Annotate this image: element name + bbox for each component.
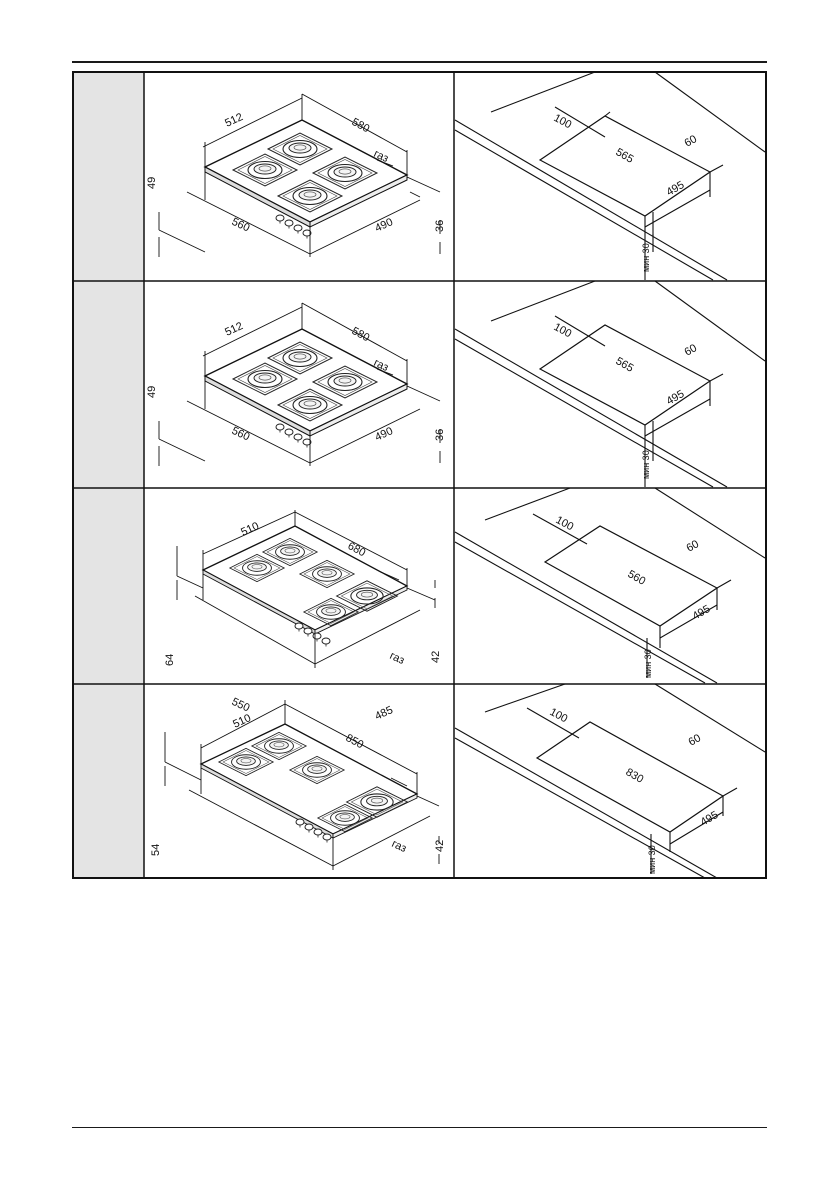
hob-1-gas-label: газ	[372, 148, 390, 165]
cutout-2-min-label: мин 30	[641, 450, 651, 479]
cutout-drawing-2: 100 60 565 495 мин 30	[454, 280, 766, 488]
hob-1-width-label: 580	[350, 116, 372, 135]
hob-drawing-3: 510 680 64 42 газ 550 485	[164, 510, 442, 723]
hob-1-height-label: 49	[146, 177, 158, 189]
cutout-4-depth-label: 495	[699, 809, 721, 829]
header-rule	[72, 61, 767, 63]
cutout-3-length-label: 560	[626, 568, 648, 588]
hob-1-cut-width-label: 560	[230, 216, 252, 235]
cutout-4-side-label: 60	[687, 732, 704, 749]
cutout-4-min-label: мин 30	[647, 845, 657, 874]
footer-rule	[72, 1127, 767, 1128]
hob-4-gas-label: газ	[390, 838, 408, 855]
hob-3-height-label: 64	[164, 654, 176, 666]
installation-table-svg: 512 580 49 36 газ 560 490 100 60 565 495	[72, 71, 767, 879]
cutout-3-depth-label: 495	[691, 603, 713, 623]
hob-2-height-label: 49	[146, 386, 158, 398]
hob-1-depth-label: 512	[223, 111, 245, 130]
cutout-3-side-label: 60	[685, 538, 702, 555]
hob-1-cut-depth-label: 490	[373, 216, 395, 235]
cutout-1-length-label: 565	[614, 146, 636, 166]
cutout-drawing-4: 100 60 830 495 мин 30	[454, 683, 766, 879]
cutout-2-length-label: 565	[614, 355, 636, 375]
hob-4-thickness-label: 42	[434, 840, 446, 852]
hob-3-cut-depth-label: 485	[373, 704, 395, 723]
hob-2-cut-depth-label: 490	[373, 425, 395, 444]
cutout-3-back-label: 100	[554, 514, 576, 533]
cutout-2-side-label: 60	[683, 342, 700, 359]
hob-3-cut-width-label: 550	[230, 696, 252, 715]
hob-4-width-label: 850	[344, 732, 366, 751]
cutout-2-back-label: 100	[552, 321, 574, 340]
hob-3-thickness-label: 42	[430, 651, 442, 663]
hob-drawing-4: 510 850 54 42 газ 820 490	[150, 700, 446, 870]
cutout-1-depth-label: 495	[665, 179, 687, 199]
hob-4-depth-label: 510	[231, 712, 253, 731]
cutout-1-min-label: мин 30	[641, 243, 651, 272]
hob-4-height-label: 54	[150, 844, 162, 856]
cutout-drawing-3: 100 60 560 495 мин 30	[454, 487, 766, 684]
cutout-drawing-1: 100 60 565 495 мин 30	[454, 71, 766, 281]
cutout-2-depth-label: 495	[665, 388, 687, 408]
hob-1-thickness-label: 36	[434, 220, 446, 232]
cutout-1-back-label: 100	[552, 112, 574, 131]
cutout-3-min-label: мин 30	[643, 649, 653, 678]
cutout-4-length-label: 830	[624, 766, 646, 786]
hob-2-gas-label: газ	[372, 357, 390, 374]
hob-3-depth-label: 510	[239, 520, 261, 539]
hob-drawing-1: 512 580 49 36 газ 560 490	[146, 93, 446, 257]
hob-2-depth-label: 512	[223, 320, 245, 339]
installation-table: 512 580 49 36 газ 560 490 100 60 565 495	[72, 71, 767, 879]
hob-2-width-label: 580	[350, 325, 372, 344]
hob-drawing-2: 512 580 49 36 газ 560 490	[146, 302, 446, 466]
cutout-1-side-label: 60	[683, 133, 700, 150]
hob-2-thickness-label: 36	[434, 429, 446, 441]
hob-3-gas-label: газ	[388, 650, 406, 667]
table-grid	[72, 71, 767, 879]
hob-2-cut-width-label: 560	[230, 425, 252, 444]
label-column	[73, 72, 144, 878]
